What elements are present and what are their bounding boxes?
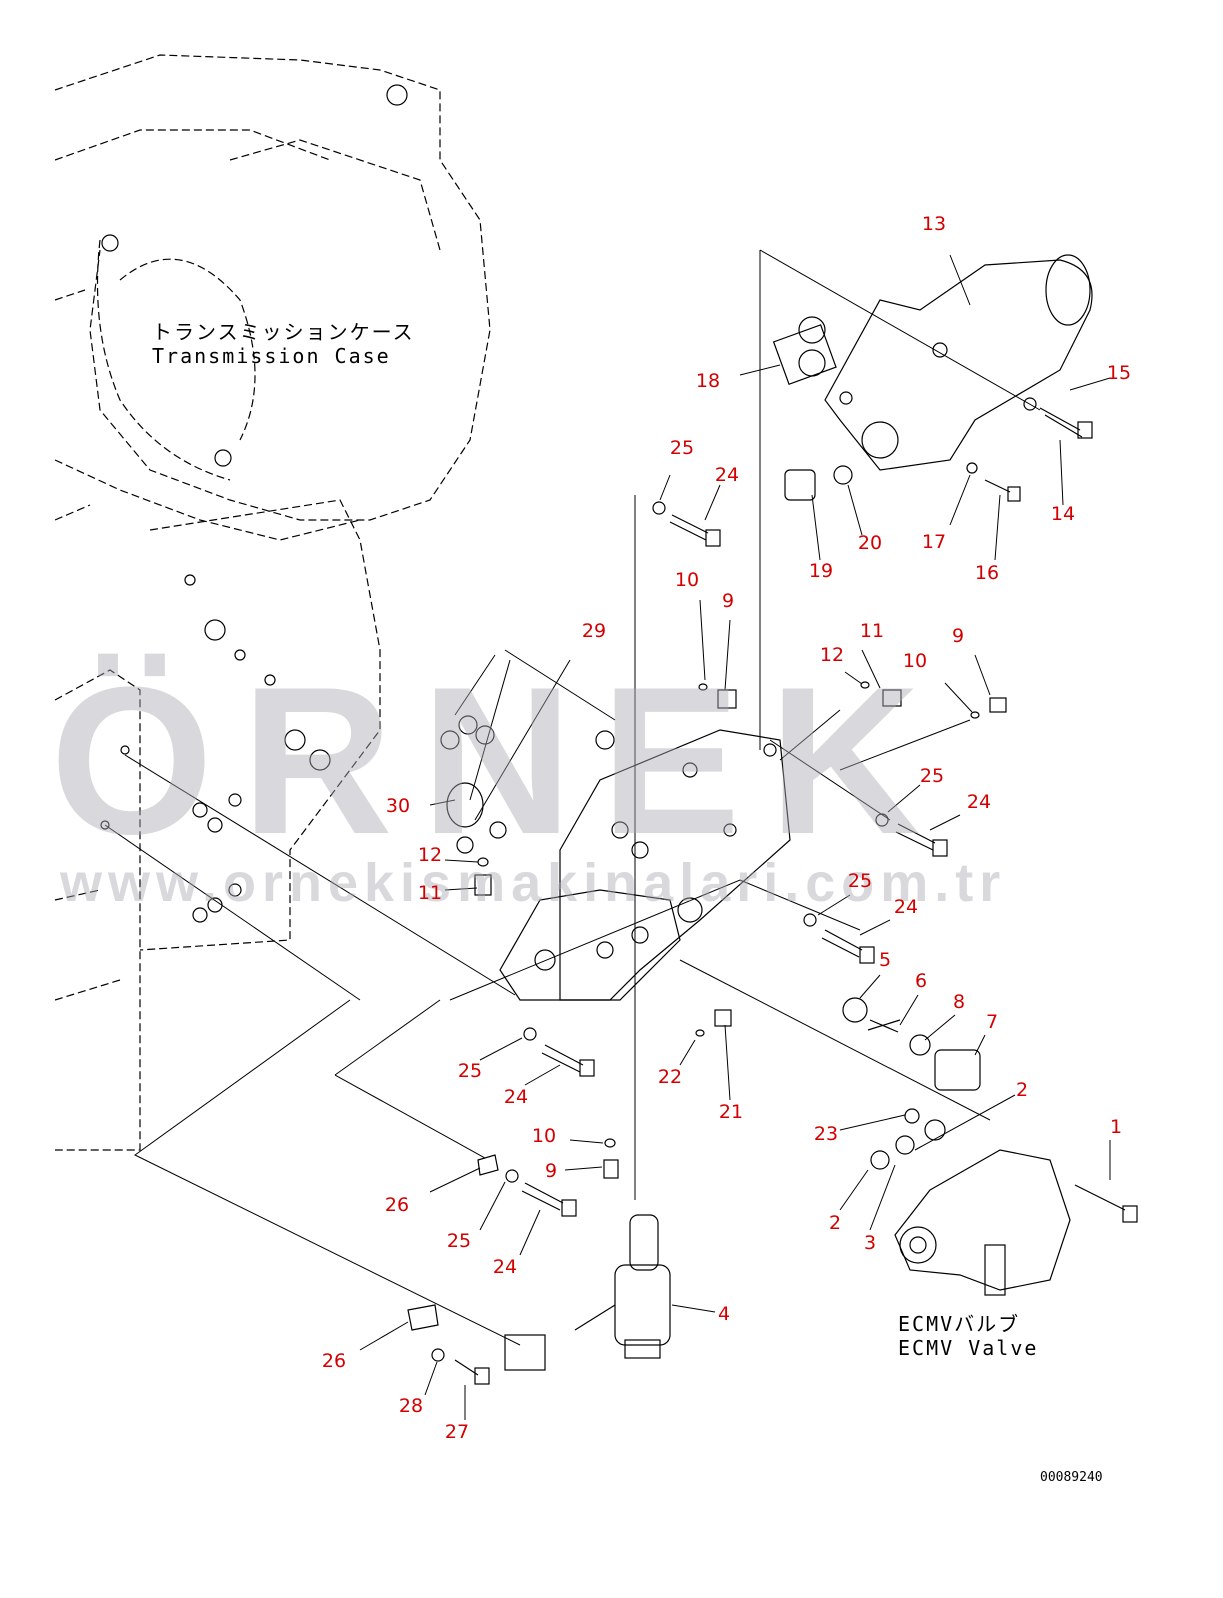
callout-part-number: 11 [417,882,443,904]
callout-part-number: 10 [902,650,928,672]
watermark-url: www.ornekismakinalari.com.tr [60,853,1007,913]
callout-part-number: 25 [669,437,695,459]
callout-part-number: 9 [721,590,735,612]
callout-part-number: 13 [921,213,947,235]
callout-part-number: 21 [718,1101,744,1123]
bracket [477,1154,499,1176]
callout-part-number: 16 [974,562,1000,584]
callout-part-number: 23 [813,1123,839,1145]
document-number: 00089240 [1040,1470,1103,1485]
callout-part-number: 6 [914,970,928,992]
callout-part-number: 8 [952,991,966,1013]
callout-part-number: 1 [1109,1116,1123,1138]
callout-part-number: 9 [544,1160,558,1182]
callout-part-number: 25 [919,765,945,787]
callout-part-number: 25 [847,870,873,892]
callout-part-number: 10 [674,569,700,591]
callout-part-number: 30 [385,795,411,817]
valve-body [499,729,791,1001]
callout-part-number: 25 [457,1060,483,1082]
transmission-case-label-en: Transmission Case [152,344,391,368]
plugs [474,469,1007,1179]
callout-part-number: 24 [492,1256,518,1278]
callout-part-number: 2 [828,1212,842,1234]
callout-part-number: 18 [695,370,721,392]
callout-part-number: 25 [446,1230,472,1252]
callout-part-number: 5 [878,949,892,971]
ecmv-valve-label-en: ECMV Valve [898,1336,1039,1360]
callout-part-number: 12 [819,644,845,666]
ecmv-valve-label-jp: ECMVバルブ [898,1312,1021,1336]
callout-part-number: 28 [398,1395,424,1417]
callout-part-number: 7 [985,1011,999,1033]
transmission-case-label-jp: トランスミッションケース [152,320,415,344]
callout-part-number: 26 [384,1194,410,1216]
bolts [454,407,1138,1385]
callout-part-number: 19 [808,560,834,582]
callout-part-number: 9 [951,625,965,647]
callout-part-number: 11 [859,620,885,642]
callout-part-number: 14 [1050,503,1076,525]
bracket [407,1304,439,1331]
transmission-case-outline [54,54,491,1151]
washers-and-orings [431,397,1037,1362]
callout-part-number: 15 [1106,362,1132,384]
callout-part-number: 20 [857,532,883,554]
transmission-case-label: トランスミッションケース Transmission Case [152,320,415,368]
watermark-brand: ÖRNEK [50,643,949,878]
callout-part-number: 2 [1015,1079,1029,1101]
callout-part-number: 27 [444,1421,470,1443]
callout-part-number: 3 [863,1232,877,1254]
solenoid-assembly [772,254,1093,471]
callout-part-number: 4 [717,1303,731,1325]
callout-part-number: 26 [321,1350,347,1372]
solenoid-valve [504,1214,671,1371]
callout-part-number: 22 [657,1066,683,1088]
callout-part-number: 10 [531,1125,557,1147]
callout-part-number: 24 [714,464,740,486]
callout-part-number: 12 [417,844,443,866]
case-holes [100,574,331,923]
callout-part-number: 29 [581,620,607,642]
case-hole [386,84,408,106]
callout-part-number: 24 [503,1086,529,1108]
ecmv-valve [894,1149,1071,1296]
ecmv-valve-label: ECMVバルブ ECMV Valve [898,1312,1038,1360]
callout-part-number: 24 [966,791,992,813]
callout-part-number: 17 [921,531,947,553]
callout-part-number: 24 [893,896,919,918]
reference-lines [104,249,1111,1420]
